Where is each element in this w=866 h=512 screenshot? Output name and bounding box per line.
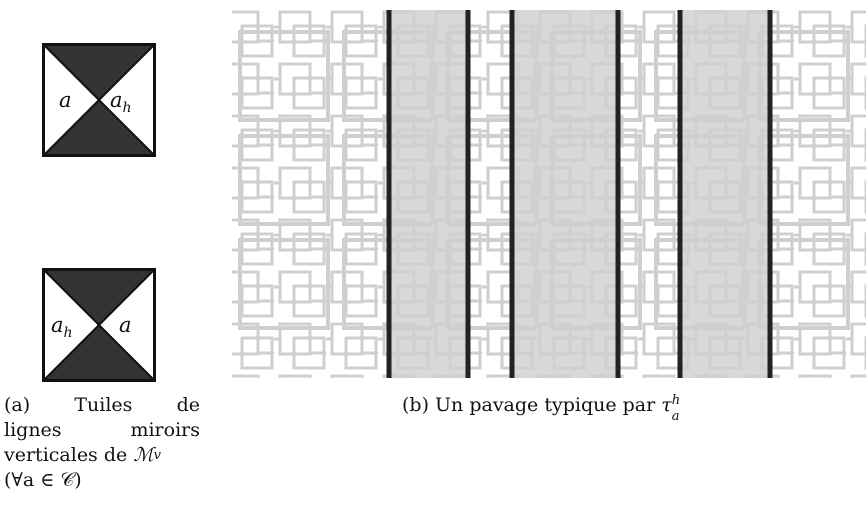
pattern-square [850,270,866,304]
mirror-tile-bottom: ah a [42,268,156,382]
pattern-square [330,374,364,408]
tile-bottom-right-label: a [119,313,132,337]
pattern-large-square [550,134,642,226]
pattern-large-square [238,30,330,122]
pattern-square [850,166,866,200]
pattern-large-square [550,30,642,122]
caption-a-word-tuiles: Tuiles [74,394,133,416]
pattern-square [850,10,866,44]
pattern-large-square [446,30,538,122]
caption-a-line3: verticales de [4,444,128,466]
pattern-square [850,322,866,356]
pattern-square [850,62,866,96]
mirror-lines [386,10,773,378]
pattern-square [850,114,866,148]
tile-bottom-left-label: ah [51,313,73,341]
pattern-square [798,374,832,408]
caption-a-word-lignes: lignes [4,419,62,441]
pattern-large-square [758,30,850,122]
pattern-large-square [758,134,850,226]
pattern-square [850,218,866,252]
pattern-large-square [238,238,330,330]
caption-a-line4: (∀a ∈ 𝒞) [4,469,82,491]
pattern-large-square [758,238,850,330]
pattern-square [850,374,866,408]
tile-top-right-label: ah [110,88,132,116]
pattern-large-square [238,134,330,226]
pattern-large-square [654,134,746,226]
pattern-square [226,374,260,408]
tile-top-left-label: a [59,88,72,112]
caption-a-word-de: de [176,394,200,416]
caption-a-marker: (a) [4,394,31,416]
caption-a-word-miroirs: miroirs [130,419,200,441]
pattern-square [642,374,676,408]
pattern-large-square [654,238,746,330]
mirror-tile-top: a ah [42,43,156,157]
pattern-square [278,374,312,408]
caption-b-text: Un pavage typique par [435,394,656,416]
tiling-svg [222,10,866,422]
caption-a-math-sub: v [153,448,161,463]
tiling-figure [222,10,866,422]
caption-b-marker: (b) [402,394,429,416]
square-pattern [222,10,866,422]
pattern-large-square [446,238,538,330]
pattern-large-square [550,238,642,330]
caption-a-math-m: ℳ [133,444,154,466]
pattern-large-square [654,30,746,122]
caption-a: (a) Tuiles de lignes miroirs verticales … [4,393,214,493]
pattern-large-square [446,134,538,226]
